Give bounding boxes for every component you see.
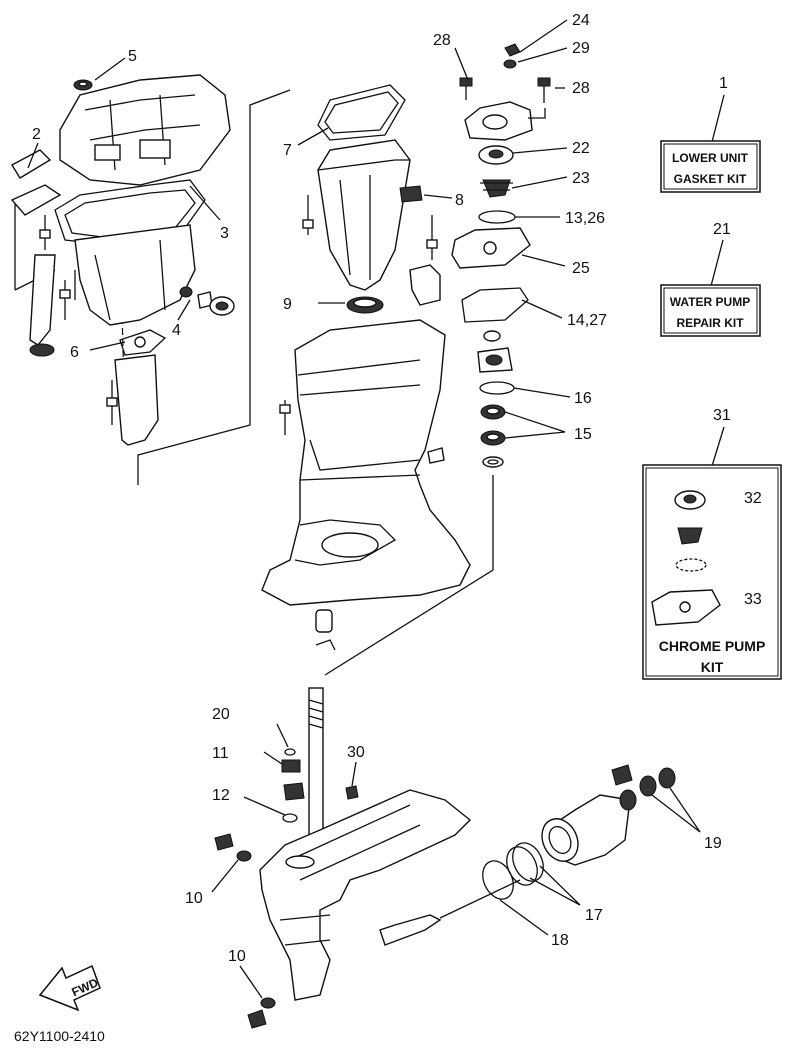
callout-29: 29 xyxy=(572,40,590,57)
center-housing-group xyxy=(261,84,494,676)
callout-33: 33 xyxy=(744,591,762,608)
fwd-arrow: FWD xyxy=(38,964,101,1012)
lower-unit-group xyxy=(214,687,676,1029)
callout-8: 8 xyxy=(455,192,464,209)
callout-32: 32 xyxy=(744,490,762,507)
callout-10a: 10 xyxy=(185,890,203,907)
lower-unit-gasket-kit-box: LOWER UNIT GASKET KIT xyxy=(660,140,761,193)
callout-3: 3 xyxy=(220,225,229,242)
chrome-kit-line2: KIT xyxy=(701,659,724,675)
callout-14-27: 14,27 xyxy=(567,312,607,329)
callout-7: 7 xyxy=(283,142,292,159)
callout-5: 5 xyxy=(128,48,137,65)
water-pump-kit-line2: REPAIR KIT xyxy=(676,316,744,330)
callout-22: 22 xyxy=(572,140,590,157)
water-pump-group xyxy=(451,43,551,468)
diagram-code: 62Y1100-2410 xyxy=(14,1028,105,1044)
callout-1: 1 xyxy=(719,75,728,92)
callout-25: 25 xyxy=(572,260,590,277)
callout-numbers: 5 2 3 4 6 7 8 9 28 24 29 28 22 23 13,26 … xyxy=(32,12,762,965)
callout-13-26: 13,26 xyxy=(565,210,605,227)
callout-2: 2 xyxy=(32,126,41,143)
callout-30: 30 xyxy=(347,744,365,761)
callout-18: 18 xyxy=(551,932,569,949)
water-pump-repair-kit-box: WATER PUMP REPAIR KIT xyxy=(660,284,761,337)
callout-24: 24 xyxy=(572,12,590,29)
gasket-kit-line2: GASKET KIT xyxy=(674,172,747,186)
callout-4: 4 xyxy=(172,322,181,339)
chrome-pump-kit-box: CHROME PUMP KIT xyxy=(642,464,782,680)
callout-11: 11 xyxy=(212,745,229,762)
upper-casing-group xyxy=(10,74,291,485)
callout-6: 6 xyxy=(70,344,79,361)
callout-12: 12 xyxy=(212,787,230,804)
callout-16: 16 xyxy=(574,390,592,407)
gasket-kit-line1: LOWER UNIT xyxy=(672,151,749,165)
callout-23: 23 xyxy=(572,170,590,187)
leader-lines xyxy=(27,19,741,999)
callout-28b: 28 xyxy=(572,80,590,97)
callout-15: 15 xyxy=(574,426,592,443)
callout-21: 21 xyxy=(713,221,731,238)
callout-20: 20 xyxy=(212,706,230,723)
water-pump-kit-line1: WATER PUMP xyxy=(670,295,750,309)
callout-31: 31 xyxy=(713,407,731,424)
callout-9: 9 xyxy=(283,296,292,313)
callout-19: 19 xyxy=(704,835,722,852)
callout-28a: 28 xyxy=(433,32,451,49)
chrome-kit-line1: CHROME PUMP xyxy=(659,638,766,654)
callout-10b: 10 xyxy=(228,948,246,965)
callout-17: 17 xyxy=(585,907,603,924)
